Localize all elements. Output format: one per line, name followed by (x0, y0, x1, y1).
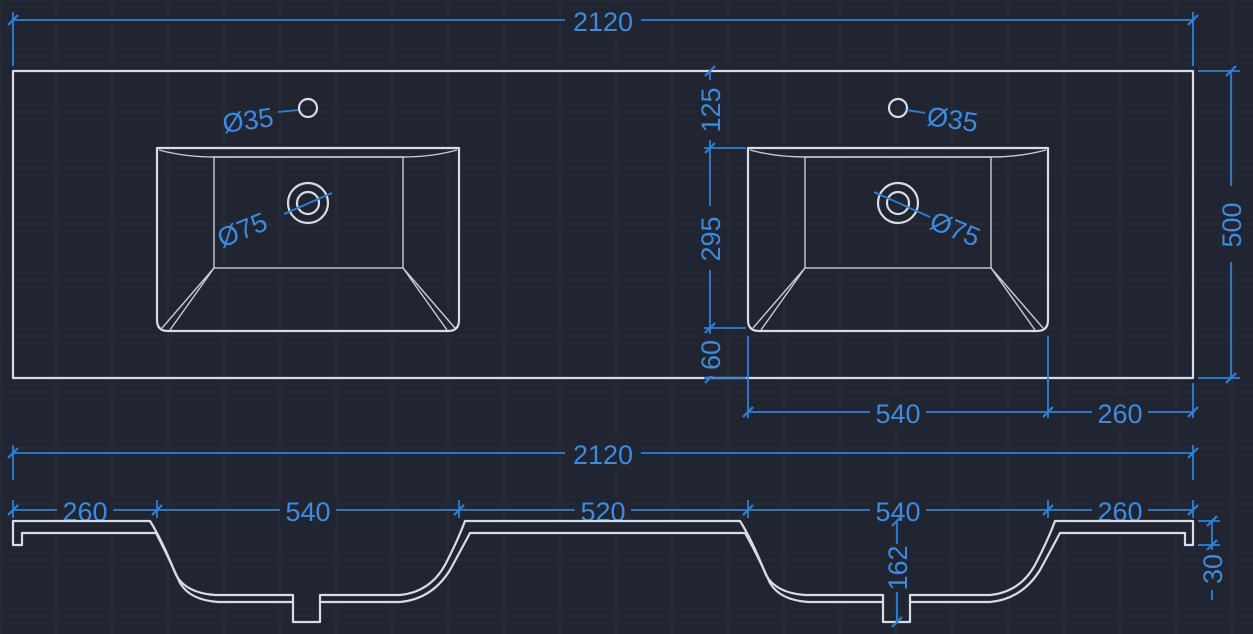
section-profile (11, 519, 1195, 624)
left-basin-back-curve (158, 149, 458, 158)
callout-left-tap-hole: Ø35 (221, 102, 299, 139)
dim-section-basin-height: 162 (883, 515, 913, 628)
right-basin-back-curve (749, 149, 1047, 158)
left-basin-outer (155, 146, 461, 333)
dim-label: 125 (696, 87, 726, 132)
dim-label: 2120 (573, 440, 633, 470)
left-tap-hole-icon (297, 97, 319, 119)
dim-label: 260 (62, 497, 107, 527)
dim-label: 540 (875, 399, 920, 429)
left-drain-inner-icon (295, 190, 321, 216)
dim-label: 260 (1097, 497, 1142, 527)
callout-left-drain: Ø75 (213, 192, 333, 254)
dim-label: 30 (1198, 554, 1228, 584)
right-basin-outer (746, 146, 1050, 333)
top-view: 2120 500 125 295 60 (7, 6, 1247, 429)
left-basin-corner-lines (161, 267, 456, 331)
dim-label: 260 (1097, 399, 1142, 429)
countertop-outline (11, 69, 1195, 380)
dim-label: Ø75 (213, 207, 272, 254)
dim-label: 540 (875, 497, 920, 527)
dim-label: Ø35 (221, 102, 276, 139)
dim-label: 162 (883, 545, 913, 590)
dim-label: 540 (285, 497, 330, 527)
dim-label: 520 (580, 497, 625, 527)
dim-label: 60 (696, 340, 726, 370)
right-basin-corner-lines (752, 267, 1044, 331)
dim-section-overall-width: 2120 (7, 439, 1199, 480)
right-drain-inner-icon (885, 190, 911, 216)
callout-right-tap-hole: Ø35 (906, 101, 980, 138)
section-top-edge (11, 519, 1195, 624)
dim-top-depth-chain: 125 295 60 (696, 65, 746, 384)
dim-section-chain: 260 540 520 540 260 (7, 497, 1199, 527)
dim-top-bottom-chain: 540 260 (742, 336, 1199, 429)
left-basin-floor (213, 156, 404, 269)
dim-label: 2120 (573, 7, 633, 37)
section-view: 2120 260 540 520 540 260 (7, 439, 1228, 628)
right-basin-floor (804, 156, 992, 269)
right-tap-hole-icon (887, 97, 909, 119)
left-drain-icon (286, 181, 330, 225)
dim-label: 500 (1217, 202, 1247, 247)
section-bottom-edge (11, 519, 1195, 604)
dim-label: 295 (696, 216, 726, 261)
dim-label: Ø35 (925, 101, 980, 138)
right-basin (746, 97, 1050, 333)
dim-top-overall-depth: 500 (1198, 65, 1247, 384)
dim-section-slab-thickness: 30 (1198, 515, 1228, 600)
dim-top-overall-width: 2120 (7, 6, 1199, 66)
right-drain-icon (876, 181, 920, 225)
dim-label: Ø75 (926, 206, 985, 253)
left-basin (155, 97, 461, 333)
